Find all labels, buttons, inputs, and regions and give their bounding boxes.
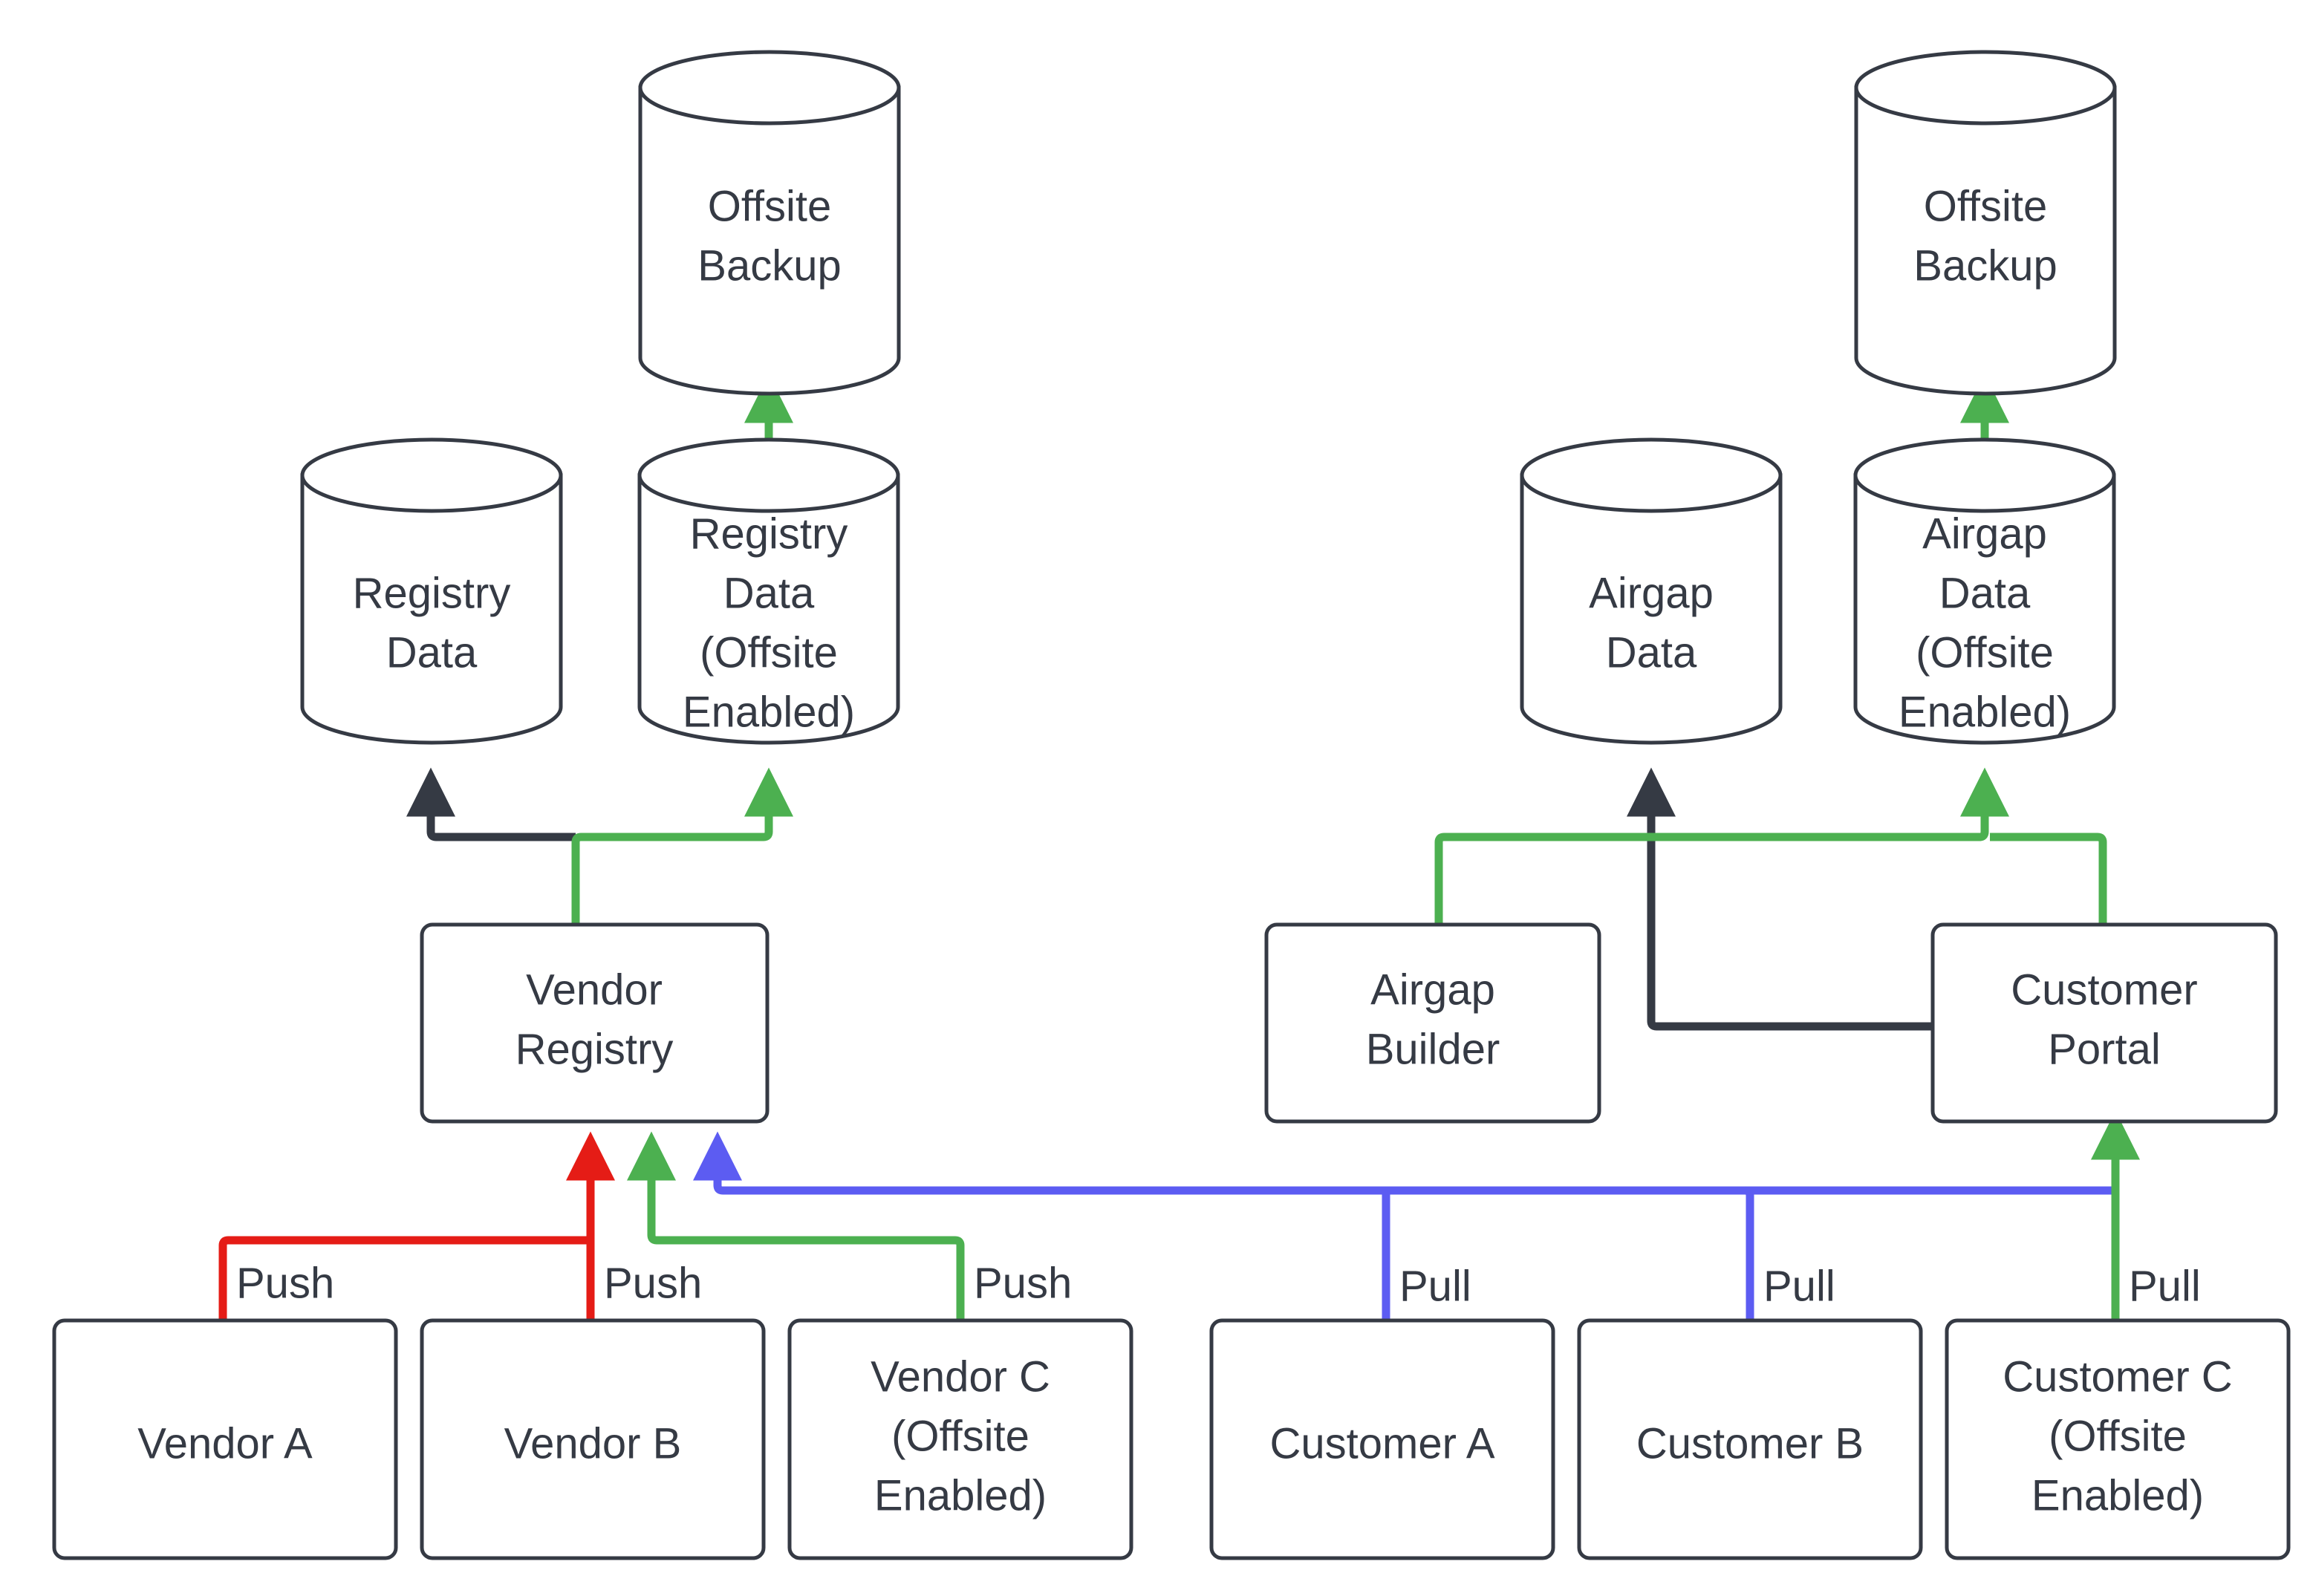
- edge-customer-portal-to-airgap-data: [1627, 767, 1933, 1031]
- node-label: Portal: [2048, 1025, 2161, 1073]
- node-label: Vendor C: [871, 1352, 1050, 1401]
- edge-vendor-a-to-registry: [218, 1236, 591, 1320]
- node-vendor-a[interactable]: Vendor A: [52, 1318, 398, 1560]
- node-label: Vendor A: [137, 1419, 313, 1468]
- node-label: Data: [1606, 628, 1697, 677]
- node-label: Data: [386, 628, 478, 677]
- node-label: Customer: [2011, 965, 2197, 1014]
- node-label: Enabled): [683, 688, 855, 736]
- edge-layer: [218, 374, 2140, 1320]
- edge-vendor-registry-to-registry-data: [406, 767, 576, 841]
- node-label: Vendor: [526, 965, 663, 1014]
- edge-vendor-registry-to-registry-data-offsite: [571, 767, 793, 925]
- node-registry-data[interactable]: Registry Data: [300, 437, 563, 745]
- node-label: (Offsite: [1916, 628, 2054, 677]
- node-label: Customer A: [1270, 1419, 1495, 1468]
- edge-label-vendor-c-push: Push: [974, 1259, 1072, 1307]
- edge-label-layer: Push Push Push Pull Pull Pull: [236, 1259, 2201, 1310]
- edge-label-customer-b-pull: Pull: [1763, 1262, 1835, 1310]
- node-customer-b[interactable]: Customer B: [1577, 1318, 1923, 1560]
- node-vendor-b[interactable]: Vendor B: [420, 1318, 766, 1560]
- node-label: (Offsite: [2049, 1412, 2187, 1460]
- node-label: Data: [723, 569, 815, 617]
- node-offsite-backup-right[interactable]: Offsite Backup: [1854, 50, 2117, 396]
- node-registry-data-offsite[interactable]: Registry Data (Offsite Enabled): [637, 437, 900, 745]
- node-label: Registry: [690, 509, 848, 558]
- node-customer-c[interactable]: Customer C (Offsite Enabled): [1945, 1318, 2291, 1560]
- node-label: Enabled): [874, 1471, 1047, 1520]
- node-airgap-data-offsite[interactable]: Airgap Data (Offsite Enabled): [1853, 437, 2116, 745]
- node-label: Offsite: [708, 182, 832, 230]
- edge-customer-b-to-registry: [693, 1131, 1754, 1320]
- node-label: Offsite: [1924, 182, 2048, 230]
- node-label: Airgap: [1370, 965, 1495, 1014]
- edge-airgap-builder-to-airgap-data-offsite: [1434, 767, 2009, 925]
- node-airgap-data[interactable]: Airgap Data: [1520, 437, 1783, 745]
- node-customer-portal[interactable]: Customer Portal: [1930, 922, 2278, 1124]
- node-label: Airgap: [1922, 509, 2047, 558]
- edge-label-customer-c-pull: Pull: [2129, 1262, 2201, 1310]
- edge-label-vendor-a-push: Push: [236, 1259, 334, 1307]
- node-customer-a[interactable]: Customer A: [1209, 1318, 1555, 1560]
- node-label: Enabled): [1899, 688, 2071, 736]
- node-label: Customer B: [1636, 1419, 1864, 1468]
- edge-label-vendor-b-push: Push: [604, 1259, 702, 1307]
- edge-customer-portal-to-airgap-data-offsite: [1990, 833, 2107, 925]
- node-label: Builder: [1366, 1025, 1500, 1073]
- node-vendor-c[interactable]: Vendor C (Offsite Enabled): [787, 1318, 1133, 1560]
- node-label: Customer C: [2003, 1352, 2232, 1401]
- node-label: Registry: [515, 1025, 674, 1073]
- node-label: Airgap: [1589, 569, 1714, 617]
- node-label: Vendor B: [504, 1419, 682, 1468]
- node-label: Enabled): [2031, 1471, 2204, 1520]
- node-airgap-builder[interactable]: Airgap Builder: [1264, 922, 1601, 1124]
- edge-label-customer-a-pull: Pull: [1399, 1262, 1471, 1310]
- node-label: Data: [1939, 569, 2031, 617]
- node-label: (Offsite: [891, 1412, 1029, 1460]
- edge-vendor-c-to-registry: [627, 1131, 965, 1320]
- node-label: Backup: [1913, 241, 2057, 290]
- node-label: Backup: [697, 241, 841, 290]
- node-offsite-backup-left[interactable]: Offsite Backup: [638, 50, 901, 396]
- node-vendor-registry[interactable]: Vendor Registry: [420, 922, 770, 1124]
- node-label: (Offsite: [700, 628, 838, 677]
- node-label: Registry: [353, 569, 511, 617]
